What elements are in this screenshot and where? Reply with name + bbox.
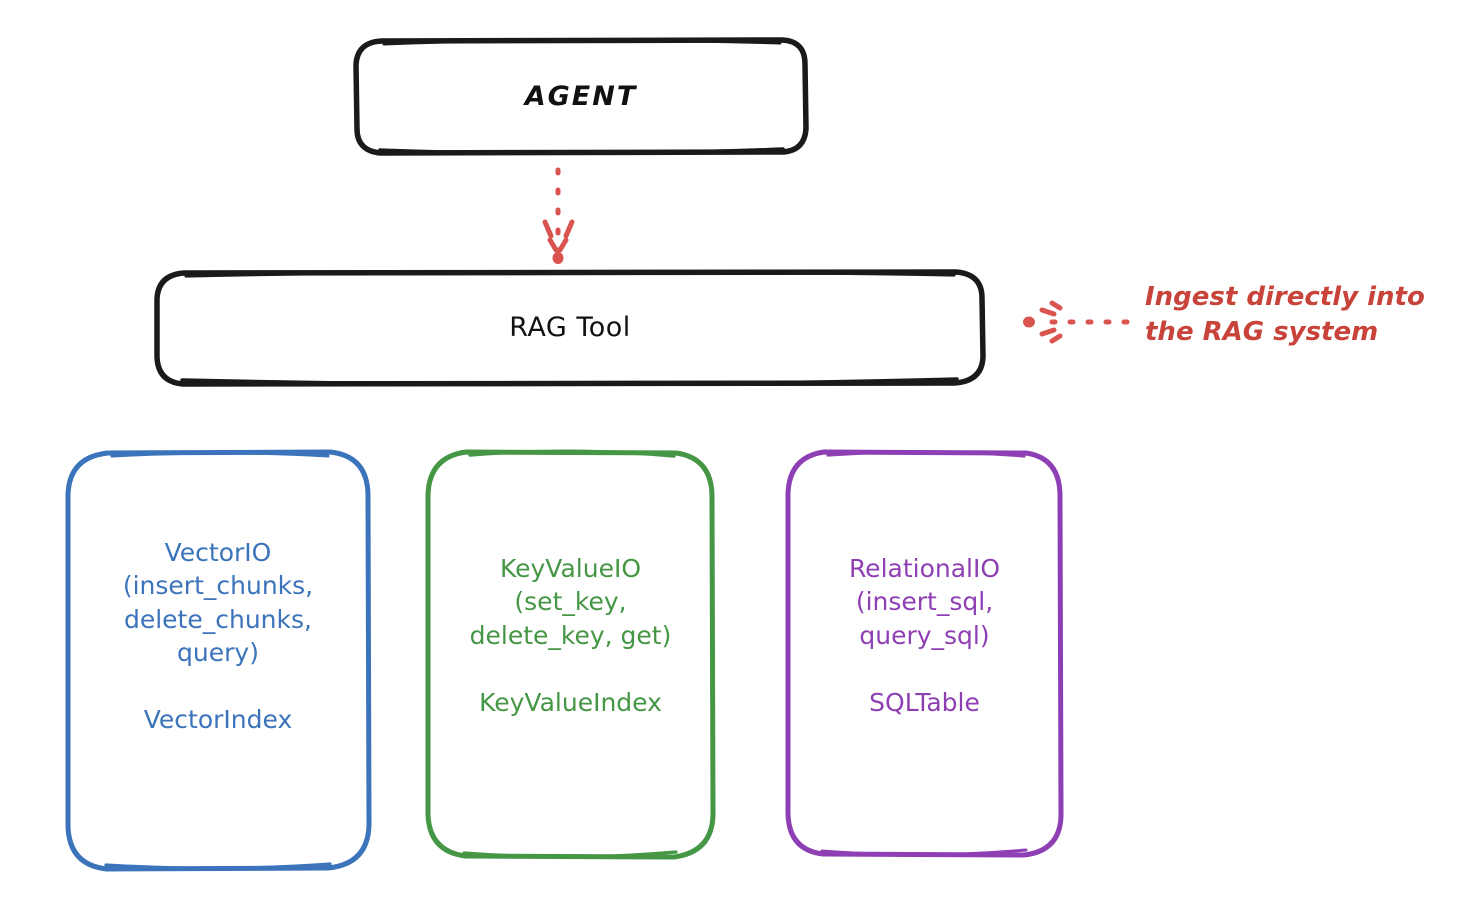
ingest-to-rag-arrow — [1023, 300, 1135, 344]
rag-tool-box-shape[interactable] — [154, 269, 986, 387]
agent-to-rag-arrow — [542, 167, 575, 264]
keyvalueio-card-shape[interactable] — [425, 449, 716, 860]
vectorio-card-shape[interactable] — [65, 449, 372, 872]
ingest-annotation: Ingest directly into the RAG system — [1145, 282, 1425, 348]
relationalio-card-shape[interactable] — [785, 449, 1064, 858]
agent-box-shape[interactable] — [353, 37, 809, 156]
